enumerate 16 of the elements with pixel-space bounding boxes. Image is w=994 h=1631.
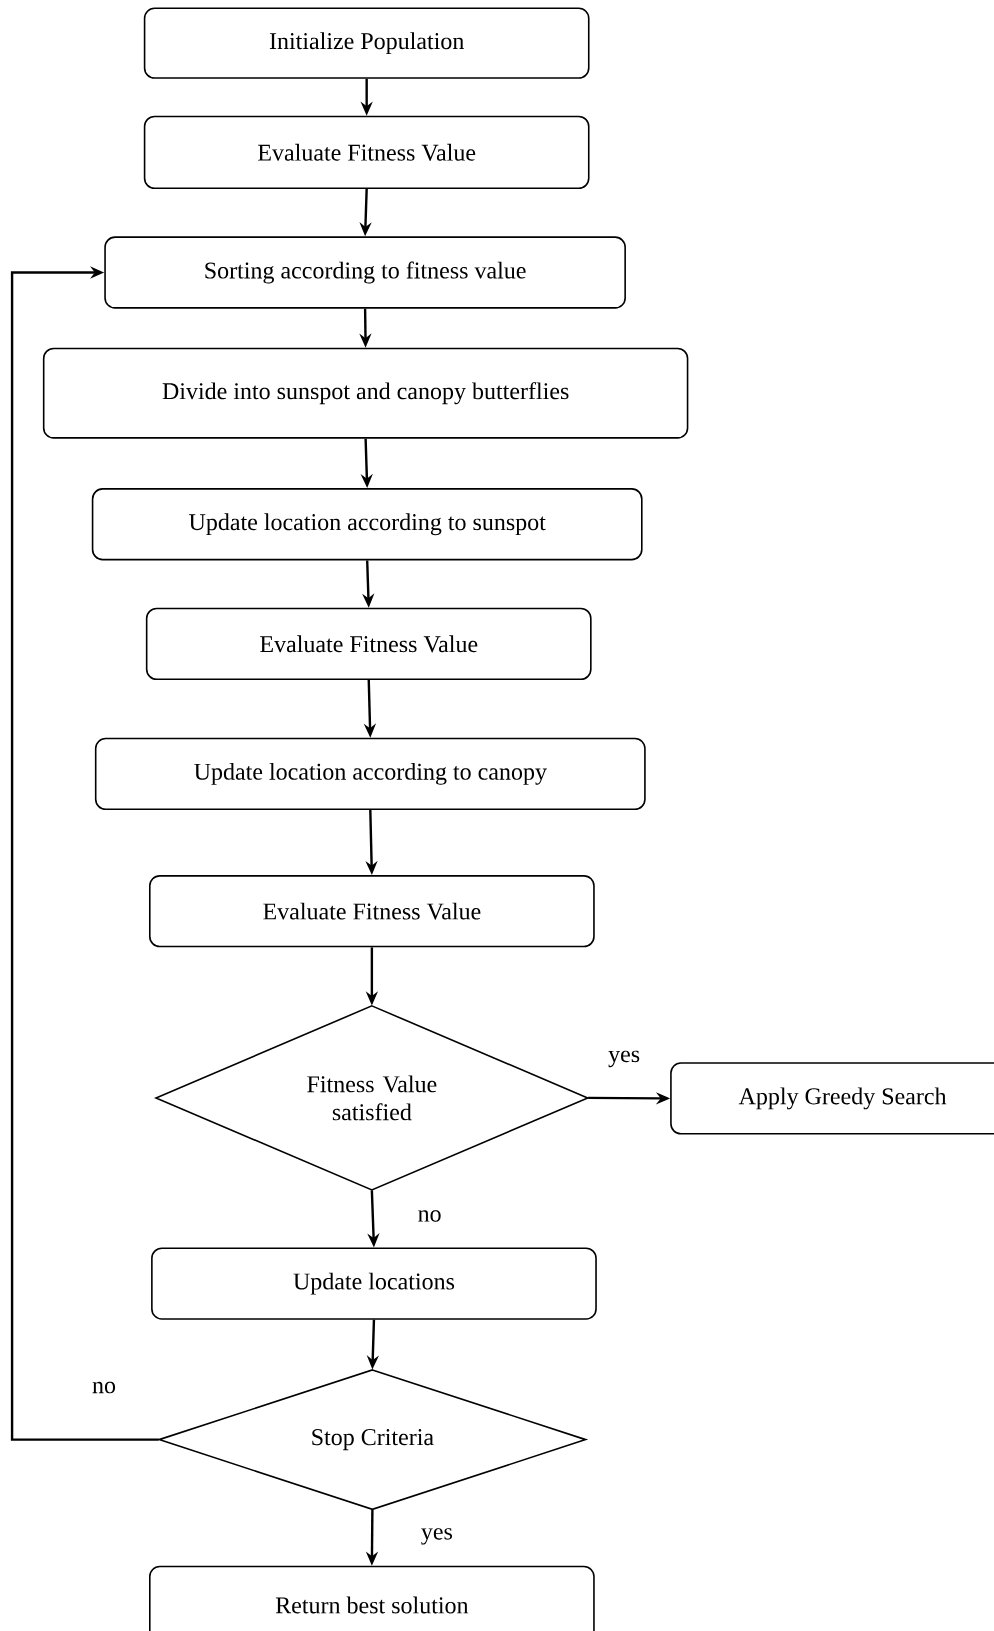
process-box: Initialize Population: [143, 7, 590, 79]
edge-label: no: [92, 1381, 115, 1394]
process-box: Apply Greedy Search: [669, 1062, 994, 1135]
process-box: Sorting according to fitness value: [104, 236, 626, 309]
process-box: Update locations: [150, 1247, 597, 1320]
process-box: Evaluate Fitness Value: [143, 115, 590, 190]
arrow: [10, 266, 159, 1441]
edge-label: yes: [420, 1528, 452, 1545]
process-box: Evaluate Fitness Value: [145, 607, 592, 681]
process-box: Return best solution: [148, 1565, 595, 1631]
process-box: Evaluate Fitness Value: [148, 875, 595, 948]
process-box: Divide into sunspot and canopy butterflies: [42, 347, 689, 439]
edge-label: no: [417, 1210, 441, 1222]
process-box: Update location according to canopy: [94, 737, 646, 811]
edge-label: yes: [608, 1050, 640, 1068]
process-box: Update location according to sunspot: [91, 488, 643, 561]
